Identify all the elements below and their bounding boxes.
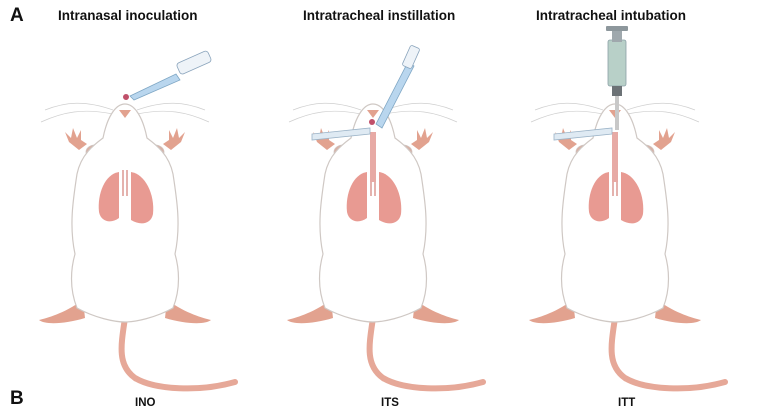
trachea-itt	[612, 132, 618, 182]
panel-letter-a: A	[10, 5, 24, 26]
rat-its	[287, 103, 483, 388]
title-intranasal: Intranasal inoculation	[58, 8, 198, 23]
trachea-its	[370, 132, 376, 182]
abbr-ino: INO	[135, 397, 156, 409]
title-instillation: Intratracheal instillation	[303, 8, 456, 23]
pipette-its	[311, 45, 420, 141]
rat-ino	[39, 103, 235, 388]
syringe-itt	[553, 26, 628, 141]
abbr-itt: ITT	[618, 397, 636, 409]
title-intubation: Intratracheal intubation	[536, 8, 687, 23]
panel-letter-b: B	[10, 388, 24, 409]
abbr-its: ITS	[381, 397, 399, 409]
pipette-ino	[123, 50, 212, 101]
rat-itt	[529, 103, 725, 388]
